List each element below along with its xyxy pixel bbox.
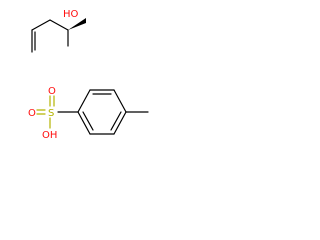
molecule-tosic-acid: S O O OH bbox=[28, 86, 149, 141]
ring-bond-1 bbox=[77, 89, 91, 113]
ring-bond-6 bbox=[77, 111, 91, 135]
ring-double-2 bbox=[110, 111, 122, 131]
structure-canvas: HO S O O OH bbox=[28, 9, 149, 141]
ring-bond-4 bbox=[113, 111, 127, 135]
wedge-bond-hydroxyl bbox=[68, 18, 86, 30]
ring-bond-3 bbox=[113, 89, 127, 113]
molecule-pentenol: HO bbox=[31, 9, 86, 53]
atom-label-oxo-left: O bbox=[28, 108, 36, 119]
atom-label-hydroxyl: HO bbox=[63, 9, 79, 20]
atom-label-oxo-top: O bbox=[48, 86, 56, 97]
atom-label-hydroxyl-acid: OH bbox=[42, 130, 57, 141]
ring-double-3 bbox=[82, 111, 94, 131]
bond-vinyl-methylene bbox=[31, 19, 51, 31]
bond-methylene-carbinol bbox=[49, 19, 69, 31]
atom-label-sulfur: S bbox=[48, 108, 54, 119]
